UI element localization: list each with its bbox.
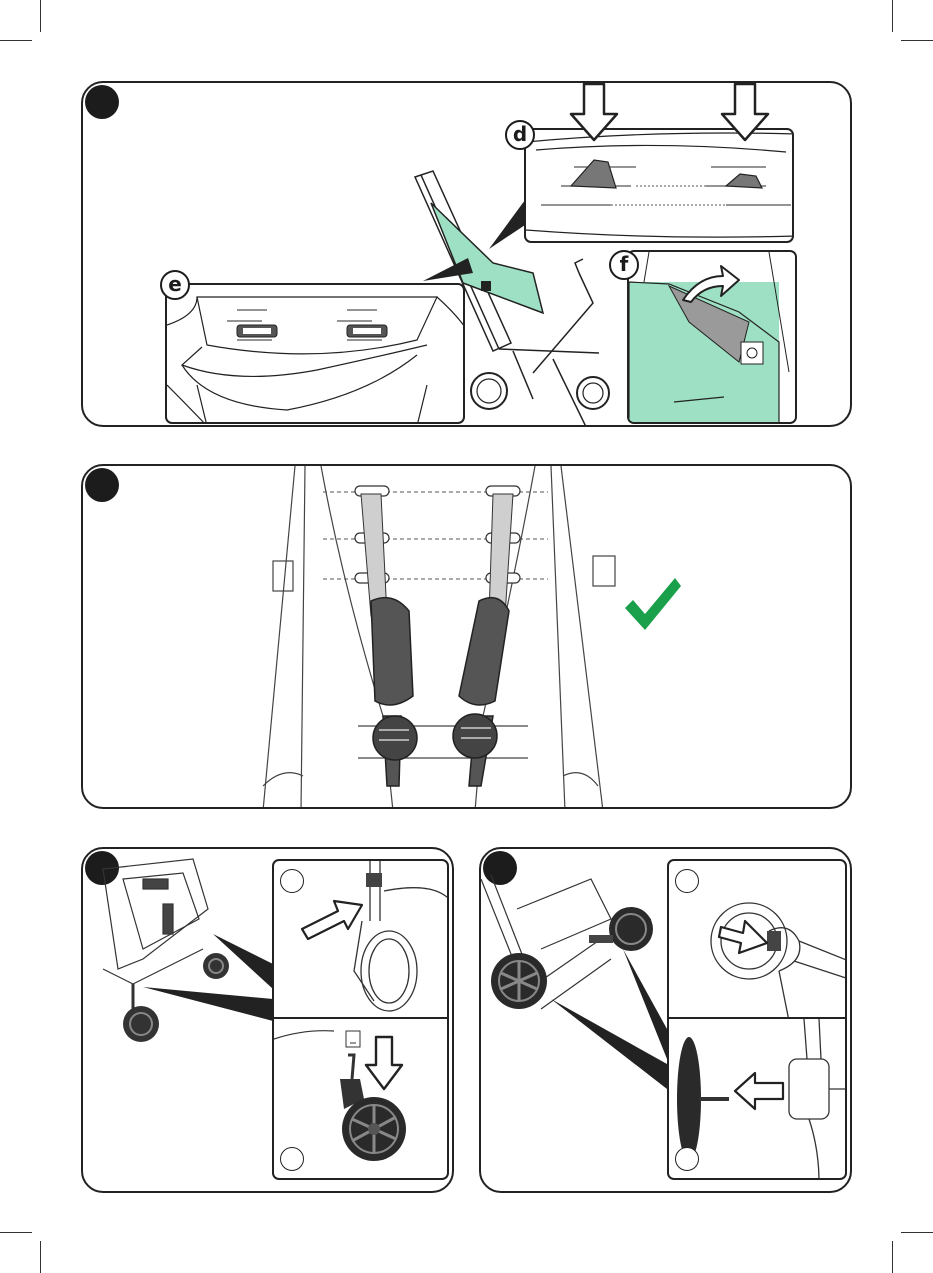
step-panel-rear-wheel bbox=[479, 847, 852, 1193]
detail-letter: e bbox=[160, 270, 190, 300]
detail-rear-insert bbox=[667, 1017, 847, 1180]
detail-wheel-attach bbox=[272, 1017, 449, 1180]
push-arrow-icon bbox=[719, 915, 769, 955]
step-panel-harness bbox=[81, 464, 852, 809]
front-wheel-illustration bbox=[274, 861, 449, 1019]
crop-mark bbox=[892, 1241, 893, 1273]
detail-rear-release bbox=[667, 859, 847, 1019]
push-arrow-icon bbox=[300, 895, 364, 939]
fold-over-arrow-icon bbox=[679, 264, 741, 304]
down-arrow-icon bbox=[720, 84, 770, 142]
step-number-badge bbox=[85, 468, 119, 502]
crop-mark bbox=[901, 40, 933, 41]
crop-mark bbox=[40, 1241, 41, 1273]
detail-f bbox=[627, 250, 797, 424]
detail-e bbox=[165, 283, 465, 424]
crop-mark bbox=[0, 40, 32, 41]
checkmark-icon bbox=[621, 574, 683, 636]
down-arrow-icon bbox=[364, 1037, 404, 1091]
canopy-buckle-illustration bbox=[167, 285, 465, 424]
step-panel-front-wheel bbox=[81, 847, 454, 1193]
detail-wheel-remove bbox=[272, 859, 449, 1019]
sub-step-circle bbox=[280, 1147, 304, 1171]
crop-mark bbox=[901, 1232, 933, 1233]
crop-mark bbox=[0, 1232, 32, 1233]
detail-letter: d bbox=[505, 120, 535, 150]
crop-mark bbox=[892, 0, 893, 32]
down-arrow-icon bbox=[569, 84, 619, 142]
detail-d bbox=[524, 128, 794, 243]
seat-harness-illustration bbox=[243, 466, 623, 809]
step-panel-canopy: d bbox=[81, 81, 852, 427]
canopy-clip-illustration bbox=[526, 130, 794, 243]
sub-step-circle bbox=[675, 1147, 699, 1171]
insert-arrow-icon bbox=[733, 1071, 785, 1111]
detail-letter: f bbox=[609, 250, 639, 280]
crop-mark bbox=[40, 0, 41, 32]
